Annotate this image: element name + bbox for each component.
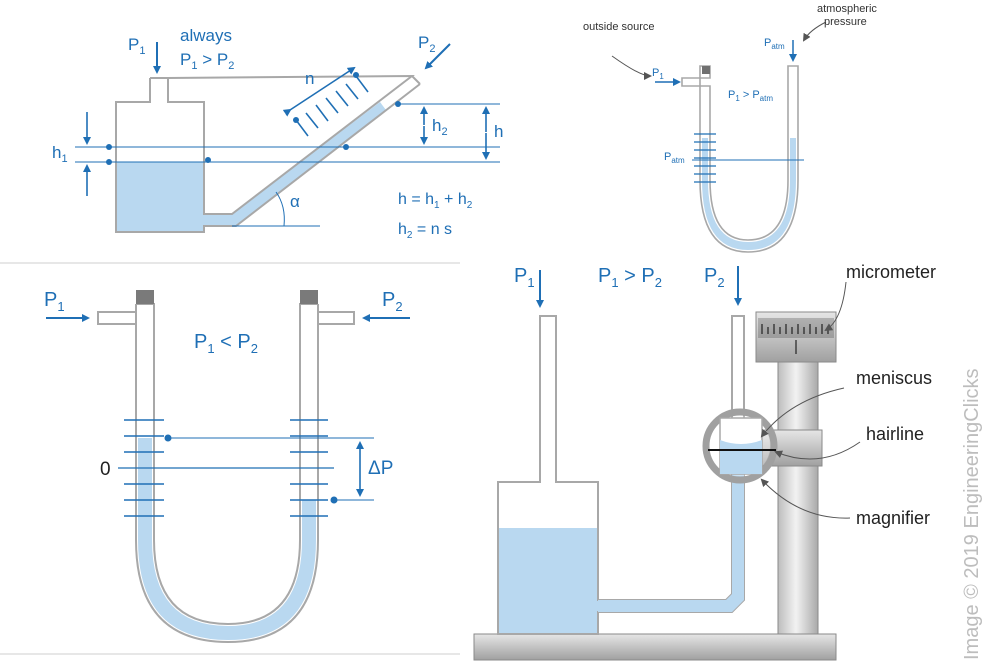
micrometer-scale [761, 324, 829, 354]
open-u-condition: P1 > Patm [728, 89, 773, 103]
n-label: n [305, 69, 314, 88]
alpha-label: α [290, 192, 300, 211]
open-u-patm-level: Patm [664, 151, 685, 165]
u-tube-scales [124, 419, 328, 517]
h1-label: h1 [52, 143, 68, 165]
p2-arrow [424, 43, 451, 70]
micro-condition: P1 > P2 [598, 265, 662, 290]
open-u-p1-label: P1 [652, 67, 664, 81]
u-tube-p2-label: P2 [382, 289, 403, 314]
always-label: always [180, 26, 232, 45]
micromanometer: P1 P1 > P2 P2 micrometer meniscus hairli… [473, 262, 936, 661]
h2-label: h2 [432, 116, 448, 138]
micrometer-label: micrometer [846, 262, 936, 282]
magnifier-label: magnifier [856, 508, 930, 528]
n-dimension [282, 66, 356, 117]
atmospheric-pressure-label-1: atmospheric [817, 3, 877, 15]
micro-p1-label: P1 [514, 265, 535, 290]
h-label: h [494, 122, 503, 141]
watermark: Image © 2019 EngineeringClicks [961, 368, 983, 660]
u-tube-p1-label: P1 [44, 289, 65, 314]
open-u-patm-label: Patm [764, 37, 785, 51]
reservoir-fluid [116, 162, 204, 232]
micro-p2-label: P2 [704, 265, 725, 290]
inclined-tube-fluid [204, 102, 386, 226]
zero-label: 0 [100, 459, 111, 480]
atmospheric-pressure-label-2: pressure [824, 16, 867, 28]
open-u-tube-manometer: outside source atmospheric pressure P1 P… [583, 3, 877, 253]
p2-label: P2 [418, 33, 435, 55]
inclined-manometer: P1 always P1 > P2 P2 n h1 h2 h α h = h1 … [52, 26, 503, 241]
open-u-fluid [702, 138, 796, 250]
hairline-label: hairline [866, 424, 924, 444]
support-column [777, 359, 819, 635]
meniscus-label: meniscus [856, 368, 932, 388]
equation-h2: h2 = n s [398, 221, 452, 241]
micromanometer-tubes [497, 315, 745, 635]
equation-h: h = h1 + h2 [398, 191, 473, 211]
outside-source-label: outside source [583, 21, 655, 33]
p1-label: P1 [128, 35, 145, 57]
condition-label: P1 > P2 [180, 50, 234, 72]
magnifier-lens [702, 408, 778, 484]
u-tube-manometer: P1 P2 P1 < P2 0 ΔP [44, 289, 410, 644]
open-u-scale [694, 133, 716, 183]
delta-p-label: ΔP [368, 458, 393, 479]
base-plate [473, 633, 837, 661]
u-tube-condition: P1 < P2 [194, 331, 258, 356]
